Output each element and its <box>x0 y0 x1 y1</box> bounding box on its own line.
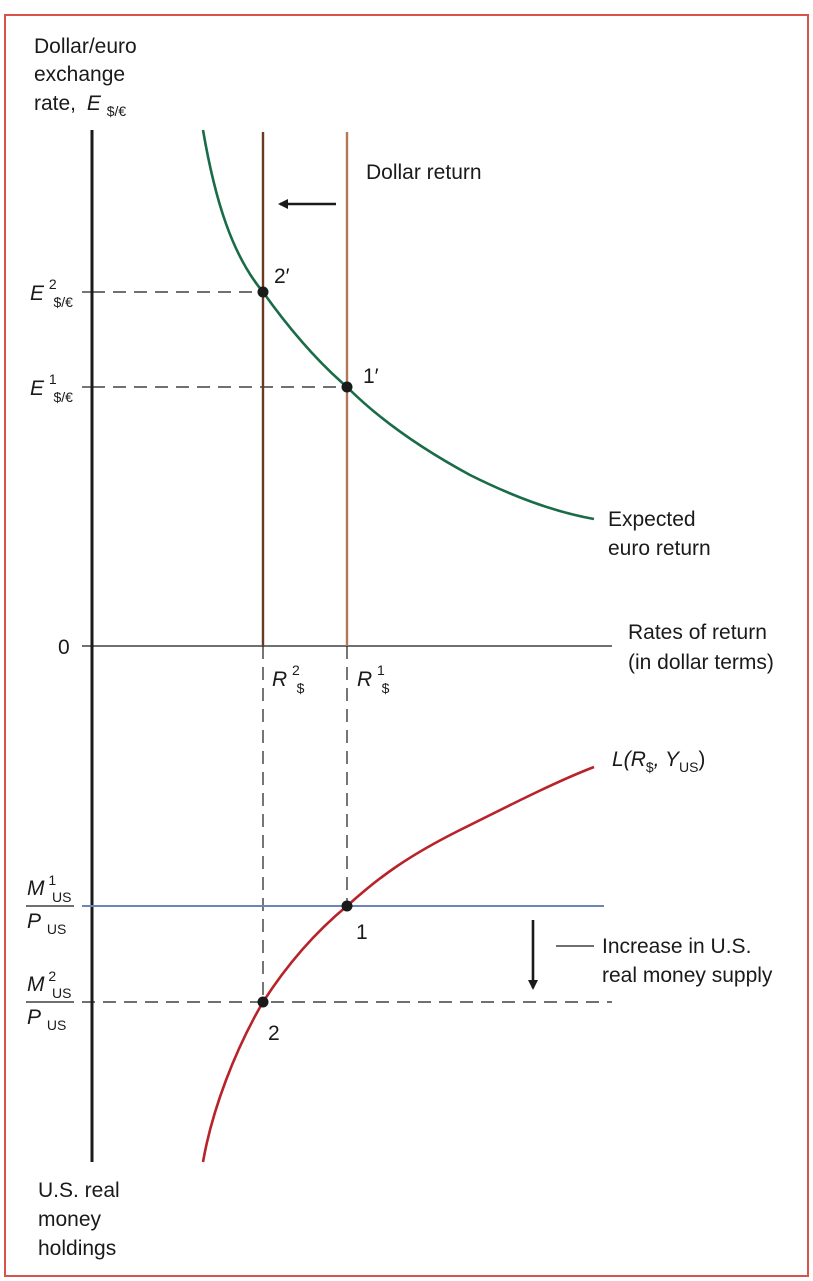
axis-label-line2: exchange <box>34 63 125 86</box>
point-1-prime-label: 1′ <box>363 365 379 388</box>
tick-M1-den: P US <box>27 910 66 937</box>
tick-M1-num: M 1 US <box>27 867 71 905</box>
point-2-prime-label: 2′ <box>274 265 290 288</box>
point-1 <box>341 900 353 912</box>
bottom-axis-label-3: holdings <box>38 1237 116 1260</box>
bottom-axis-label-1: U.S. real <box>38 1179 120 1202</box>
axis-label-line3: rate, E $/€ <box>34 92 126 119</box>
tick-M2-num: M 2 US <box>27 963 71 1001</box>
tick-R1: R 1 $ <box>357 657 391 696</box>
point-2 <box>257 996 269 1008</box>
dollar-return-label: Dollar return <box>366 161 482 184</box>
tick-E2: E 2 $/€ <box>30 271 73 310</box>
annotation-line2: real money supply <box>602 964 773 987</box>
expected-euro-label-1: Expected <box>608 508 696 531</box>
point-2-prime <box>257 286 269 298</box>
point-1-label: 1 <box>356 921 368 944</box>
annotation-line1: Increase in U.S. <box>602 935 751 958</box>
x-axis-label-1: Rates of return <box>628 621 767 644</box>
tick-E1: E 1 $/€ <box>30 366 73 405</box>
tick-M2-den: P US <box>27 1006 66 1033</box>
axis-label-line1: Dollar/euro <box>34 35 137 58</box>
origin-label: 0 <box>58 636 70 659</box>
money-demand-label: L(R$, YUS) <box>612 748 705 775</box>
money-demand-curve <box>201 765 595 1163</box>
expected-euro-label-2: euro return <box>608 537 711 560</box>
frame-border <box>4 14 809 1277</box>
tick-R2: R 2 $ <box>272 657 306 696</box>
point-1-prime <box>341 381 353 393</box>
point-2-label: 2 <box>268 1022 280 1045</box>
bottom-axis-label-2: money <box>38 1208 102 1231</box>
expected-euro-return-curve <box>201 129 595 521</box>
x-axis-label-2: (in dollar terms) <box>628 651 774 674</box>
